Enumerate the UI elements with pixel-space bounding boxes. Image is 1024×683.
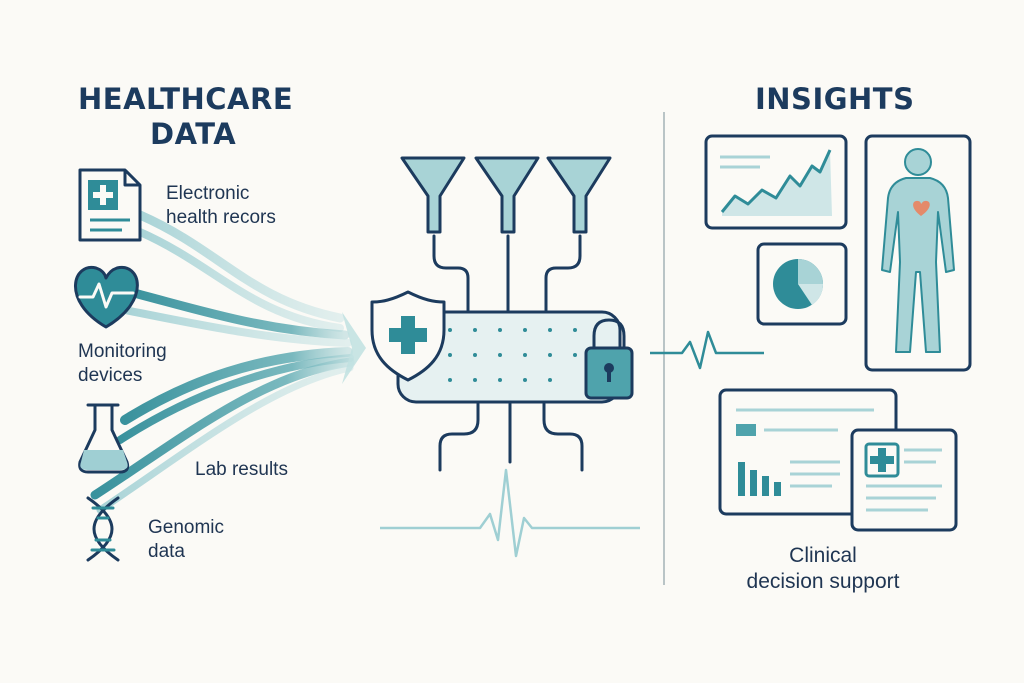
stream-ehr-1 (135, 210, 345, 323)
source-monitoring-line1: Monitoring (78, 341, 167, 362)
document-plus-icon (78, 168, 142, 242)
data-streams (90, 210, 355, 514)
clinical-card (850, 428, 958, 532)
outcome-line1: Clinical (789, 544, 857, 567)
stream-genomic-1 (90, 357, 355, 500)
shield-icon (370, 290, 446, 382)
source-lab-label: Lab results (195, 459, 288, 480)
outcome-label: Clinical decision support (720, 543, 926, 595)
dashboard-bars (738, 462, 781, 496)
line-chart-panel (704, 134, 848, 230)
lock-icon (584, 318, 634, 400)
source-genomic-label: Genomic data (148, 516, 224, 564)
pie-chart-panel (756, 242, 848, 326)
source-ehr-label: Electronic health recors (166, 182, 276, 230)
outcome-line2: decision support (746, 570, 900, 593)
heart-icon (913, 200, 930, 216)
processing-dots (448, 328, 577, 382)
connector-lines-bottom (438, 402, 584, 472)
human-body-icon (881, 148, 955, 353)
source-genomic-line1: Genomic (148, 517, 225, 538)
stream-genomic-2 (96, 364, 354, 514)
source-ehr-line2: health recors (166, 207, 276, 228)
flask-icon (78, 403, 130, 474)
heart-pulse-icon (74, 265, 139, 329)
medical-cross-icon (864, 442, 900, 478)
human-body-panel (864, 134, 972, 372)
funnel-icon-1 (400, 156, 466, 234)
left-title-line2: DATA (150, 116, 237, 151)
pulse-line-bottom (380, 468, 640, 558)
funnel-icons (400, 156, 612, 234)
stream-monitor-2 (121, 306, 352, 347)
source-genomic-line2: data (148, 541, 185, 562)
stream-ehr-2 (136, 228, 344, 332)
stream-lab-1 (120, 347, 353, 425)
left-title-line1: HEALTHCARE (78, 82, 294, 116)
source-monitoring-line2: devices (78, 365, 143, 386)
dna-icon (86, 496, 120, 562)
connector-lines-top (432, 234, 582, 312)
source-monitoring-label: Monitoring devices (78, 340, 167, 388)
stream-arrow-head (342, 312, 366, 384)
pulse-line-middle (650, 330, 764, 370)
stream-monitor-1 (125, 287, 350, 340)
source-ehr-line1: Electronic (166, 183, 250, 204)
right-title: INSIGHTS (755, 82, 915, 116)
stream-lab-2 (116, 354, 354, 444)
left-title: HEALTHCARE DATA (78, 82, 293, 152)
funnel-icon-2 (474, 156, 540, 234)
funnel-icon-3 (546, 156, 612, 234)
